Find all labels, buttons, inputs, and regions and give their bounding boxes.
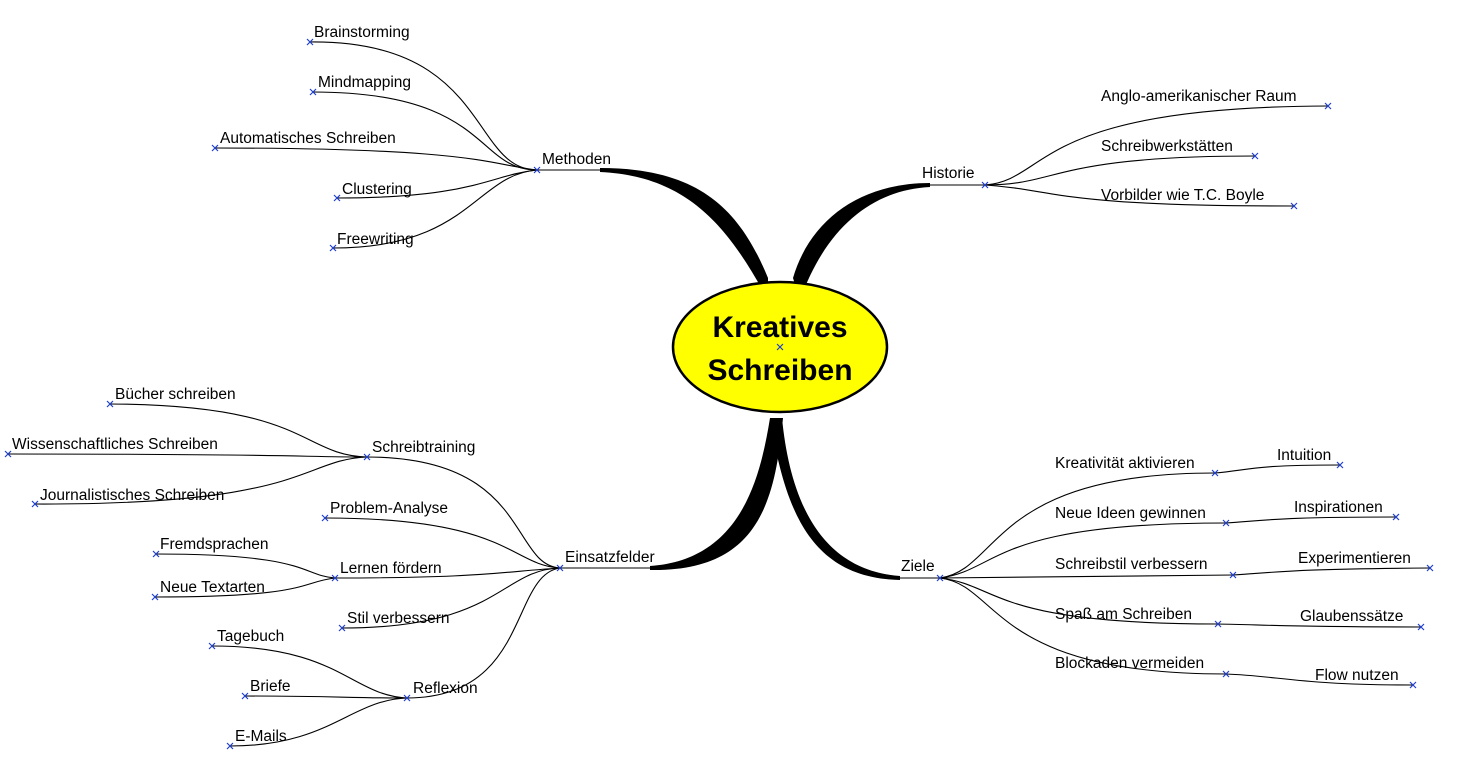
node-journalistisches-schreiben[interactable]: Journalistisches Schreiben	[40, 487, 224, 504]
node-brainstorming[interactable]: Brainstorming	[314, 24, 410, 41]
anchor-marker-icon	[1426, 564, 1434, 572]
node-schreibtraining[interactable]: Schreibtraining	[372, 439, 475, 456]
node-schreibstil-verbessern[interactable]: Schreibstil verbessern	[1055, 556, 1207, 573]
node-wissenschaftliches-schreiben[interactable]: Wissenschaftliches Schreiben	[12, 436, 218, 453]
anchor-marker-icon	[1229, 571, 1237, 579]
main-branch-methoden	[600, 168, 768, 300]
node-problem-analyse[interactable]: Problem-Analyse	[330, 500, 448, 517]
ziele-edges	[900, 464, 1431, 686]
historie-edges	[930, 105, 1329, 207]
anchor-marker-icon	[151, 593, 159, 601]
node-neue-textarten[interactable]: Neue Textarten	[160, 579, 265, 596]
anchor-marker-icon	[333, 194, 341, 202]
node-stil-verbessern[interactable]: Stil verbessern	[347, 610, 450, 627]
node-glaubenssaetze[interactable]: Glaubenssätze	[1300, 608, 1403, 625]
anchor-marker-icon	[936, 574, 944, 582]
node-historie[interactable]: Historie	[922, 165, 975, 182]
node-anglo-amerikanischer-raum[interactable]: Anglo-amerikanischer Raum	[1101, 88, 1297, 105]
anchor-marker-icon	[211, 144, 219, 152]
anchor-marker-icon	[1392, 513, 1400, 521]
node-tagebuch[interactable]: Tagebuch	[217, 628, 284, 645]
node-spass-am-schreiben[interactable]: Spaß am Schreiben	[1055, 606, 1192, 623]
anchor-marker-icon	[1290, 202, 1298, 210]
anchor-marker-icon	[776, 343, 784, 351]
node-buecher-schreiben[interactable]: Bücher schreiben	[115, 386, 236, 403]
node-flow-nutzen[interactable]: Flow nutzen	[1315, 667, 1399, 684]
anchor-marker-icon	[208, 642, 216, 650]
anchor-marker-icon	[1251, 152, 1259, 160]
anchor-marker-icon	[152, 550, 160, 558]
central-node-title-line1: Kreatives	[712, 311, 847, 344]
node-ziele[interactable]: Ziele	[901, 558, 935, 575]
anchor-marker-icon	[981, 181, 989, 189]
anchor-marker-icon	[306, 38, 314, 46]
anchor-marker-icon	[1214, 620, 1222, 628]
anchor-marker-icon	[556, 564, 564, 572]
node-kreativitaet-aktivieren[interactable]: Kreativität aktivieren	[1055, 455, 1195, 472]
node-briefe[interactable]: Briefe	[250, 678, 291, 695]
node-einsatzfelder[interactable]: Einsatzfelder	[565, 549, 655, 566]
anchor-marker-icon	[31, 500, 39, 508]
anchor-marker-icon	[309, 88, 317, 96]
node-automatisches-schreiben[interactable]: Automatisches Schreiben	[220, 130, 396, 147]
anchor-marker-icon	[1211, 469, 1219, 477]
anchor-markers	[4, 38, 1434, 750]
methoden-edges	[214, 41, 600, 249]
node-neue-ideen-gewinnen[interactable]: Neue Ideen gewinnen	[1055, 505, 1206, 522]
main-branch-historie	[793, 183, 930, 300]
anchor-marker-icon	[363, 453, 371, 461]
node-fremdsprachen[interactable]: Fremdsprachen	[160, 536, 269, 553]
anchor-marker-icon	[338, 624, 346, 632]
anchor-marker-icon	[533, 166, 541, 174]
node-mindmapping[interactable]: Mindmapping	[318, 74, 411, 91]
node-inspirationen[interactable]: Inspirationen	[1294, 499, 1383, 516]
anchor-marker-icon	[1409, 681, 1417, 689]
main-branch-ziele	[770, 418, 900, 580]
node-intuition[interactable]: Intuition	[1277, 447, 1331, 464]
central-node-title-line2: Schreiben	[707, 354, 852, 387]
anchor-marker-icon	[1417, 623, 1425, 631]
node-vorbilder[interactable]: Vorbilder wie T.C. Boyle	[1101, 187, 1264, 204]
anchor-marker-icon	[321, 514, 329, 522]
anchor-marker-icon	[331, 574, 339, 582]
node-freewriting[interactable]: Freewriting	[337, 231, 414, 248]
node-experimentieren[interactable]: Experimentieren	[1298, 550, 1411, 567]
anchor-marker-icon	[1324, 102, 1332, 110]
anchor-marker-icon	[1336, 461, 1344, 469]
anchor-marker-icon	[4, 450, 12, 458]
anchor-marker-icon	[106, 400, 114, 408]
anchor-marker-icon	[403, 694, 411, 702]
anchor-marker-icon	[329, 244, 337, 252]
node-reflexion[interactable]: Reflexion	[413, 680, 478, 697]
node-e-mails[interactable]: E-Mails	[235, 728, 287, 745]
node-clustering[interactable]: Clustering	[342, 181, 412, 198]
anchor-marker-icon	[1222, 670, 1230, 678]
anchor-marker-icon	[1222, 519, 1230, 527]
einsatzfelder-edges	[7, 403, 650, 747]
anchor-marker-icon	[241, 692, 249, 700]
node-blockaden-vermeiden[interactable]: Blockaden vermeiden	[1055, 655, 1204, 672]
main-branch-einsatzfelder	[650, 418, 783, 571]
node-methoden[interactable]: Methoden	[542, 151, 611, 168]
node-lernen-foerdern[interactable]: Lernen fördern	[340, 560, 442, 577]
node-schreibwerkstaetten[interactable]: Schreibwerkstätten	[1101, 138, 1233, 155]
anchor-marker-icon	[226, 742, 234, 750]
